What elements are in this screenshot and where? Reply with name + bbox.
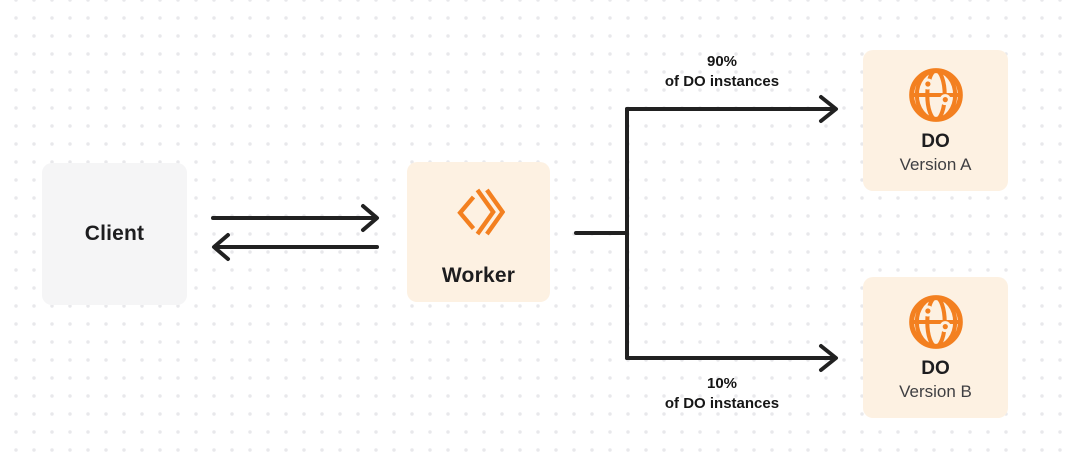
workers-chevrons-icon	[456, 188, 505, 236]
arrow-to-do-version-a	[625, 95, 838, 123]
globe-icon	[908, 294, 963, 349]
worker-label: Worker	[441, 264, 516, 287]
client-label: Client	[84, 222, 145, 245]
edge-label-90-percent-caption: of DO instances	[664, 73, 780, 90]
arrow-client-to-worker	[211, 204, 379, 232]
do-version-a-title: DO	[921, 130, 950, 152]
globe-icon	[908, 67, 963, 122]
arrow-to-do-version-b	[625, 344, 838, 372]
client-node: Client	[42, 163, 187, 305]
edge-label-90-percent-value: 90%	[706, 53, 738, 70]
worker-node: Worker	[407, 162, 550, 302]
do-version-b-subtitle: Version B	[899, 381, 972, 401]
arrow-worker-to-client	[212, 233, 379, 261]
edge-label-10-percent-caption: of DO instances	[664, 395, 780, 412]
edge-label-90-percent: 90% of DO instances	[622, 52, 822, 92]
edge-label-10-percent-value: 10%	[706, 375, 738, 392]
branch-split-line	[574, 107, 629, 360]
do-version-a-node: DO Version A	[863, 50, 1008, 191]
edge-label-10-percent: 10% of DO instances	[622, 374, 822, 414]
do-version-b-node: DO Version B	[863, 277, 1008, 418]
do-version-b-title: DO	[921, 357, 950, 379]
do-version-a-subtitle: Version A	[899, 154, 972, 174]
